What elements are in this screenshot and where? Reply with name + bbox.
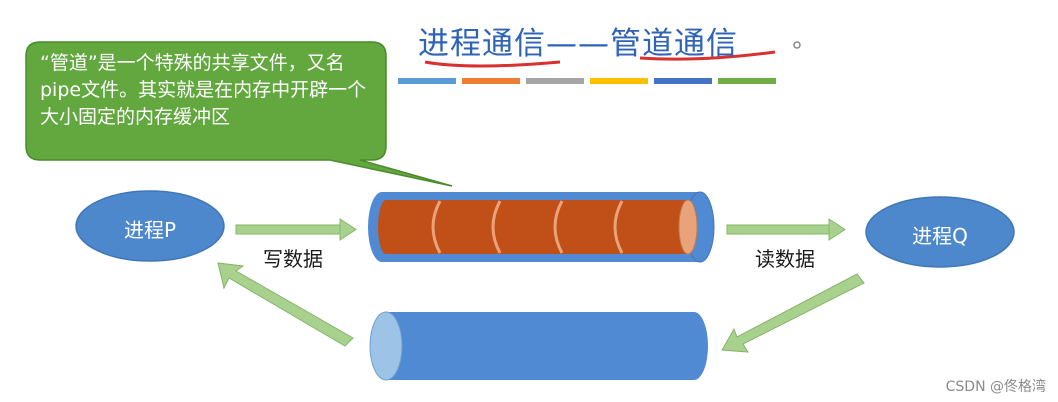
write-label: 写数据 bbox=[263, 247, 323, 271]
pipe-segment-ring bbox=[553, 200, 564, 254]
callout-text: “管道”是一个特殊的共享文件，又名pipe文件。其实就是在内存中开辟一个大小固定… bbox=[40, 52, 367, 128]
pipe-segment-ring bbox=[431, 200, 442, 254]
color-bar-segment bbox=[654, 78, 712, 84]
pipe-segment-ring bbox=[613, 200, 624, 254]
color-bar-segment bbox=[462, 78, 520, 84]
watermark: CSDN @佟格湾 bbox=[945, 379, 1046, 395]
pipe-buffer-filled bbox=[368, 191, 715, 263]
arrow-write bbox=[235, 218, 357, 241]
pipe-buffer-empty bbox=[369, 311, 708, 381]
arrow-return-left bbox=[217, 262, 354, 347]
color-bar-segment bbox=[526, 78, 584, 84]
color-bar-segment bbox=[590, 78, 648, 84]
page-title: 进程通信——管道通信 bbox=[418, 26, 738, 62]
pen-mark bbox=[793, 41, 801, 49]
color-bar-segment bbox=[718, 78, 776, 84]
title-underline-left bbox=[424, 60, 561, 68]
title-underline-right bbox=[639, 50, 776, 61]
arrow-read bbox=[726, 218, 846, 241]
pipe-segment-ring bbox=[491, 200, 502, 254]
process-q-label: 进程Q bbox=[912, 224, 968, 248]
arrow-return-right bbox=[721, 273, 865, 353]
process-p-label: 进程P bbox=[123, 218, 177, 242]
callout-bubble bbox=[25, 41, 453, 187]
process-q-node bbox=[865, 196, 1015, 268]
color-bar bbox=[398, 78, 776, 84]
process-p-node bbox=[75, 190, 225, 262]
color-bar-segment bbox=[398, 78, 456, 84]
read-label: 读数据 bbox=[755, 247, 815, 271]
